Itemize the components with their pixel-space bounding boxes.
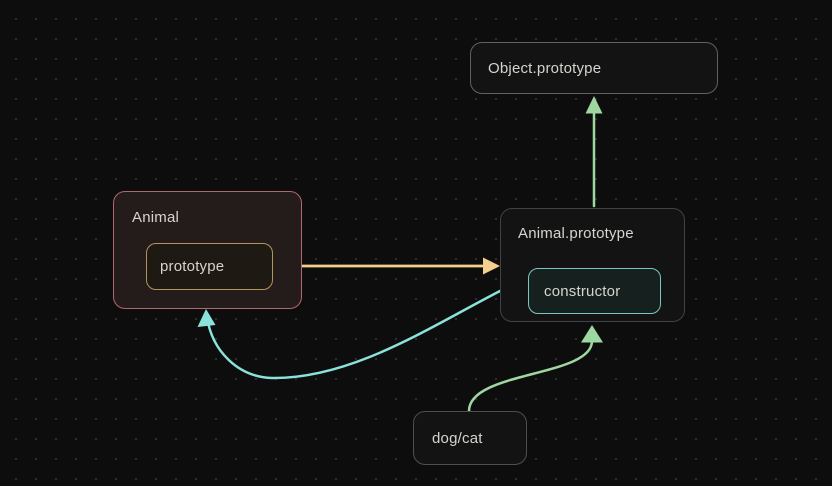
node-dog-cat-label: dog/cat	[432, 429, 483, 447]
arrow-constructor-to-animal-line	[205, 289, 502, 380]
node-animal-prototype[interactable]: Animal.prototype constructor	[500, 208, 685, 322]
arrow-prototype-to-animal-prototype-head	[483, 257, 500, 275]
node-animal-prototype-label: Animal.prototype	[518, 225, 634, 242]
node-object-prototype-label: Object.prototype	[488, 59, 602, 77]
arrow-prototype-to-animal-prototype[interactable]	[300, 257, 500, 275]
field-prototype-label: prototype	[160, 258, 225, 275]
arrow-animal-prototype-to-object-prototype[interactable]	[585, 96, 603, 208]
node-dog-cat[interactable]: dog/cat	[413, 411, 527, 465]
arrow-constructor-to-animal-head	[197, 309, 216, 327]
node-object-prototype[interactable]: Object.prototype	[470, 42, 718, 94]
arrow-constructor-to-animal[interactable]	[197, 289, 502, 380]
node-animal[interactable]: Animal prototype	[113, 191, 302, 309]
arrow-dog-cat-to-animal-prototype[interactable]	[467, 325, 603, 413]
field-constructor-label: constructor	[544, 282, 621, 300]
arrow-dog-cat-to-animal-prototype-head	[581, 325, 603, 343]
arrow-dog-cat-to-animal-prototype-line	[467, 339, 594, 413]
arrow-animal-prototype-to-object-prototype-head	[585, 96, 603, 114]
field-prototype[interactable]: prototype	[146, 243, 273, 290]
field-constructor[interactable]: constructor	[528, 268, 661, 314]
node-animal-label: Animal	[132, 209, 180, 226]
